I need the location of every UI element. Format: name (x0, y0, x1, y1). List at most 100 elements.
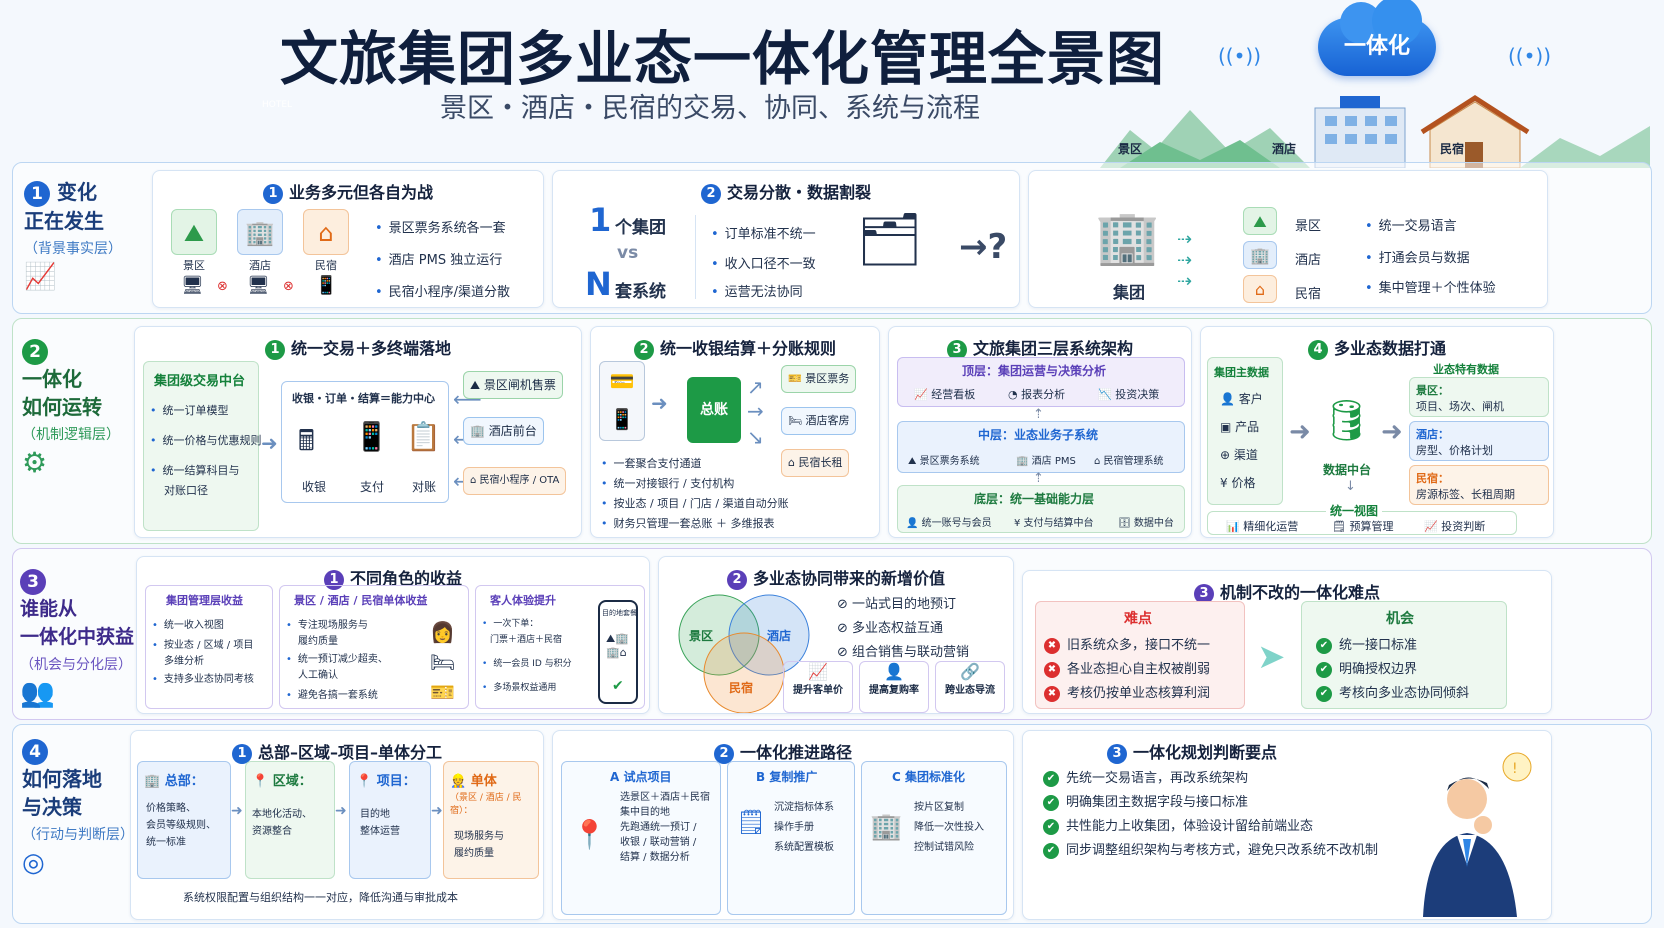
buildings-icon: 🏢 (870, 812, 903, 842)
hotel-sign: HOTEL (262, 100, 293, 110)
trade-platform-box: 集团级交易中台 统一订单模型 统一价格与优惠规则 统一结算科目与 对账口径 (143, 361, 262, 531)
terminal-label: 民宿小程序 / OTA (479, 475, 560, 486)
scenic-icon: ⛰ (171, 209, 217, 255)
section-title: 4 多业态数据打通 (1201, 335, 1553, 360)
phase-head: C 集团标准化 (892, 770, 966, 784)
wifi-icon: ((•)) (1508, 44, 1552, 68)
opportunity: 统一接口标准 (1316, 634, 1417, 654)
section-title-text: 多业态协同带来的新增价值 (752, 569, 945, 588)
homestay-label: 民宿 (315, 259, 337, 272)
difficulties-box: 难点 旧系统众多，接口不统一 各业态担心自主权被削弱 考核仍按单业态核算利润 (1035, 601, 1245, 709)
bed-icon: 🛏 (430, 650, 456, 674)
section-number: 1 (262, 184, 283, 204)
layer-item: 📈 经营看板 (914, 388, 976, 401)
row1-label: 1 变化 正在发生 （背景事实层） 📈 (24, 178, 134, 291)
ledger-book: 总账 (687, 377, 741, 443)
point: 一套聚合支付通道 (601, 455, 702, 471)
disconnect-icon: ⊗ (283, 279, 294, 294)
target-icon: ◎ (22, 848, 45, 878)
layer-item: 👤 统一账号与会员 (906, 518, 992, 529)
master-item: 👤 客户 (1220, 392, 1263, 406)
point: 集中管理＋个性体验 (1365, 277, 1496, 296)
mobile-icon: 📱 (315, 275, 338, 296)
homestay-icon: ⌂ (1243, 275, 1277, 303)
master-data-box: 集团主数据 👤 客户 ▣ 产品 ⊕ 渠道 ¥ 价格 (1207, 357, 1283, 505)
section-title-text: 不同角色的收益 (349, 569, 462, 588)
n-number: N (585, 265, 612, 303)
page-subtitle: 景区・酒店・民宿的交易、协同、系统与流程 (440, 93, 980, 124)
layer-item: 📉 投资决策 (1098, 388, 1160, 401)
distribute-arrows: ⇢⇢⇢ (1177, 229, 1193, 292)
section-number: 3 (946, 340, 967, 360)
row1-title: 变化 正在发生 (24, 180, 104, 233)
arrow-up: ⇡ (1033, 407, 1044, 422)
layer-item: ◔ 报表分析 (1008, 388, 1066, 401)
target-label: 酒店 (1295, 253, 1322, 268)
section-number: 2 (633, 340, 654, 360)
special-hotel: 酒店： 房型、价格计划 (1409, 421, 1549, 461)
step-unit: 👷 单体 （景区 / 酒店 / 民宿）： 现场服务与 履约质量 (443, 761, 539, 879)
arrow-up: ⇡ (1033, 471, 1044, 486)
row4-subtitle: （行动与判断层） (22, 827, 134, 843)
point: 统一对接银行 / 支付机构 (601, 475, 735, 491)
place-label: 民宿 (1440, 142, 1465, 156)
master-item: ⊕ 渠道 (1220, 448, 1258, 462)
section-title-text: 多业态数据打通 (1333, 339, 1446, 358)
section-title-text: 交易分散・数据割裂 (726, 183, 871, 202)
master-title: 集团主数据 (1214, 366, 1269, 379)
row1-number: 1 (24, 181, 50, 207)
phone-pay-icon: 📱 (354, 420, 389, 453)
group-building-icon: 🏢 (1095, 208, 1160, 268)
scenic-icon: ⛰ (1243, 207, 1277, 235)
step-head: 📍 项目： (356, 774, 416, 789)
view-item: 📊 精细化运营 (1226, 520, 1299, 533)
section-number: 1 (264, 340, 285, 360)
gears-icon: ⚙ (22, 446, 48, 479)
section-number: 2 (700, 184, 721, 204)
point: 订单标准不统一 (711, 223, 816, 242)
capability-center-box: 收银・订单・结算＝能力中心 🖩 📱 📋 收银 支付 对账 (281, 381, 449, 503)
thinking-man-illustration: ! (1423, 752, 1532, 917)
platform-item: 统一价格与优惠规则 (150, 432, 262, 448)
view-item: 🗒 预算管理 (1332, 520, 1394, 533)
section-number: 1 (231, 744, 252, 764)
special-homestay: 民宿： 房源标签、长租周期 (1409, 465, 1549, 505)
value-point: ⊘ 一站式目的地预订 (837, 597, 957, 612)
step-head: 👷 单体 (450, 774, 497, 789)
venn-homestay: 民宿 (729, 681, 754, 695)
hotel-label: 酒店 (249, 259, 271, 272)
section-number: 4 (1307, 340, 1328, 360)
homestay-icon: ⌂ (303, 209, 349, 255)
document-icon: 🗒 (736, 808, 767, 836)
judgement-point: 先统一交易语言，再改系统架构 (1043, 767, 1248, 787)
step-region: 📍 区域： 本地化活动、 资源整合 (245, 761, 335, 879)
hotel-icon: 🏢 (1243, 241, 1277, 269)
point: 酒店 PMS 独立运行 (375, 249, 503, 268)
layer-item: ⌂ 民宿管理系统 (1094, 456, 1164, 467)
cloud-label: 一体化 (1343, 34, 1410, 59)
arrow-right: ➜ (431, 803, 443, 819)
chart-up-icon: 📈 (808, 662, 828, 681)
card-phone-icon: 💳📱 (599, 361, 645, 441)
split-label: 景区票务 (805, 372, 850, 385)
ticket-icon: 🎫 (430, 680, 455, 704)
vs-label: vs (617, 243, 639, 263)
layer-bottom: 底层：统一基础能力层 👤 统一账号与会员 ¥ 支付与结算中台 🗄 数据中台 (897, 485, 1185, 533)
layer-title: 中层：业态业务子系统 (978, 428, 1099, 442)
section-title-text: 一体化规划判断要点 (1133, 743, 1278, 762)
row2-title: 一体化 如何运转 (22, 367, 102, 419)
special-scenic: 景区： 项目、场次、闸机 (1409, 377, 1549, 417)
terminal-homestay: ⌂ 民宿小程序 / OTA (463, 467, 567, 495)
step-project: 📍 项目： 目的地 整体运营 (349, 761, 431, 879)
platform-item: 统一订单模型 (150, 402, 229, 418)
arrow-down: ↓ (1345, 479, 1356, 494)
cloud-badge: 一体化 (1318, 0, 1436, 76)
